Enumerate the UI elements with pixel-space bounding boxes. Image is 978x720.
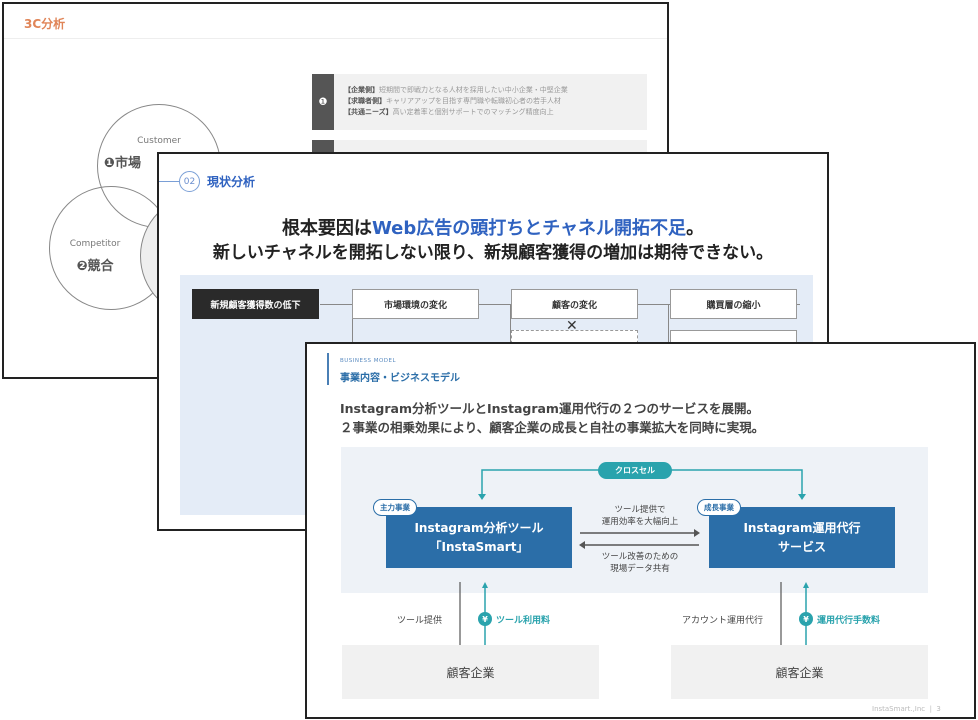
cause-box: 市場環境の変化: [352, 289, 479, 319]
item-number: ❶: [312, 74, 334, 130]
cause-box: 購買層の縮小: [670, 289, 797, 319]
flow-label-top: ツール提供で運用効率を大幅向上: [601, 505, 679, 527]
slide-title: 事業内容・ビジネスモデル: [340, 373, 460, 384]
item-text: キャリアアップを目指す専門職や転職初心者の若手人材: [386, 97, 561, 105]
flow-label-bottom: ツール改善のための現場データ共有: [601, 552, 679, 574]
section-number: 02: [179, 171, 200, 192]
headline-2: 新しいチャネルを開拓しない限り、新規顧客獲得の増加は期待できない。: [212, 243, 774, 263]
footer: InstaSmart.,Inc | 3: [872, 705, 941, 713]
fee-label: ツール利用料: [496, 616, 551, 626]
eyebrow: BUSINESS MODEL: [340, 358, 397, 364]
fee-label: 運用代行手数料: [817, 616, 881, 626]
list-item: ❶ 【企業側】短期間で即戦力となる人材を採用したい中小企業・中堅企業 【求職者側…: [312, 74, 647, 130]
customer-box: 顧客企業: [671, 645, 928, 699]
root-cause-box: 新規顧客獲得数の低下: [192, 289, 319, 319]
main-business-tag: 主力事業: [373, 499, 417, 516]
accent-bar: [327, 353, 329, 385]
section-title: 現状分析: [207, 175, 256, 189]
item-label: 【求職者側】: [344, 97, 386, 105]
header-line: [159, 181, 179, 182]
circle-label: Competitor: [69, 239, 121, 249]
cross-sell-badge: クロスセル: [598, 462, 672, 479]
down-label: ツール提供: [397, 616, 443, 626]
yen-icon: ¥: [799, 612, 813, 626]
cross-icon: ✕: [566, 318, 578, 334]
circle-name: ❷競合: [76, 259, 114, 274]
growth-business-tag: 成長事業: [697, 499, 741, 516]
circle-label: Customer: [137, 136, 181, 146]
circle-name: ❶市場: [104, 156, 142, 171]
growth-business-box: Instagram運用代行サービス: [709, 507, 895, 568]
yen-icon: ¥: [478, 612, 492, 626]
body-line-1: Instagram分析ツールとInstagram運用代行の２つのサービスを展開。: [340, 401, 759, 416]
down-label: アカウント運用代行: [682, 616, 764, 626]
cause-box: 顧客の変化: [511, 289, 638, 319]
item-label: 【共通ニーズ】: [344, 108, 393, 116]
main-business-box: Instagram分析ツール「InstaSmart」: [386, 507, 572, 568]
slide-business-model[interactable]: BUSINESS MODEL 事業内容・ビジネスモデル Instagram分析ツ…: [305, 342, 976, 719]
body-line-2: ２事業の相乗効果により、顧客企業の成長と自社の事業拡大を同時に実現。: [340, 420, 765, 435]
customer-box: 顧客企業: [342, 645, 599, 699]
item-label: 【企業側】: [344, 86, 379, 94]
page-number: 3: [936, 705, 941, 713]
item-text: 高い定着率と個別サポートでのマッチング精度向上: [392, 108, 554, 116]
headline-1: 根本要因はWeb広告の頭打ちとチャネル開拓不足。: [281, 218, 705, 239]
item-text: 短期間で即戦力となる人材を採用したい中小企業・中堅企業: [379, 86, 568, 94]
slide-title: 3C分析: [24, 17, 66, 31]
divider: [4, 38, 667, 39]
